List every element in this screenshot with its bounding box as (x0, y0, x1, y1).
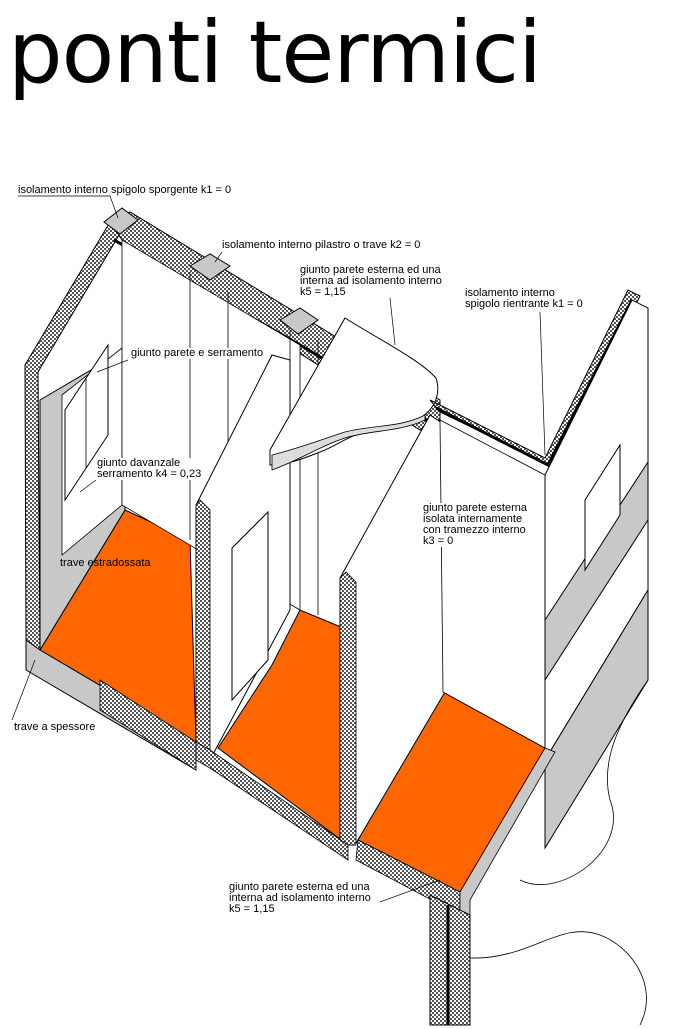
label-giunto-serramento: giunto parete e serramento (130, 347, 265, 359)
partition-wall-1-edge (195, 499, 211, 761)
cutaway-floor-section-lower (271, 414, 426, 471)
leader-trave-spessore (11, 659, 36, 721)
window-right (584, 443, 621, 572)
break-line (469, 931, 647, 1026)
floor-room-middle (217, 609, 349, 846)
right-room-back-face (439, 419, 546, 749)
leader-k5-bottom (379, 879, 441, 903)
leader-k1-rientrante (539, 311, 546, 456)
label-k4-davanzale: giunto davanzale serramento k4 = 0,23 (96, 457, 203, 480)
label-trave-spessore: trave a spessore (14, 721, 96, 733)
page-title: ponti termici (8, 3, 542, 103)
right-break-curve (519, 679, 649, 885)
leader-k1-sporgente (18, 195, 119, 219)
door-opening (231, 510, 269, 702)
label-k1-spigolo-sporgente: isolamento interno spigolo sporgente k1 … (18, 184, 232, 196)
right-wall-insulation (435, 299, 634, 468)
label-k5-top: giunto parete esterna ed una interna ad … (300, 264, 442, 298)
left-base-block-dark (99, 679, 197, 771)
pillar-block-3 (279, 307, 319, 335)
label-k3-tramezzo: giunto parete esterna isolata internamen… (422, 502, 528, 547)
leader-serramento (96, 359, 129, 373)
leader-k5-top (389, 297, 396, 346)
pillar-block-2 (189, 253, 231, 281)
partition-wall-2-edge (339, 571, 357, 846)
leader-k2 (214, 251, 223, 263)
window-left (64, 343, 109, 502)
leader-k4 (79, 479, 97, 493)
lower-outer-wall (429, 894, 471, 1026)
label-k5-bottom: giunto parete esterna ed una interna ad … (228, 881, 372, 915)
label-k1-spigolo-rientrante: isolamento interno spigolo rientrante k1… (465, 287, 583, 310)
slab-front-middle (195, 741, 349, 861)
label-trave-estradossata: trave estradossata (60, 557, 151, 569)
label-k2-pilastro: isolamento interno pilastro o trave k2 =… (222, 239, 421, 251)
